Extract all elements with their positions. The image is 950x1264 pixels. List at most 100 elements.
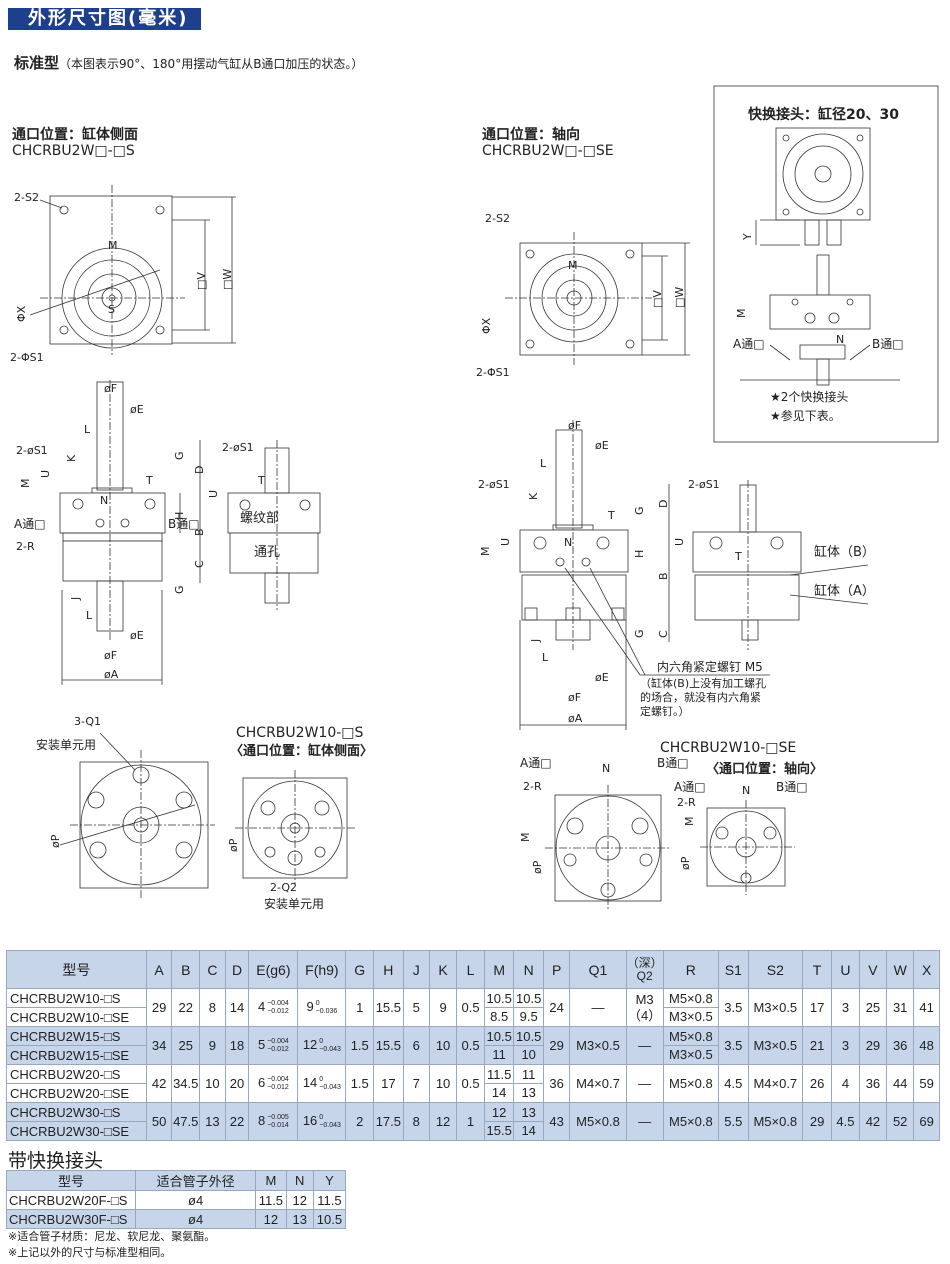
cell-l: 0.5 xyxy=(456,1064,485,1103)
dim-label: □V xyxy=(651,290,664,308)
cell-w: 36 xyxy=(886,1026,915,1065)
dim-label: L xyxy=(542,651,549,664)
cell-e: 8−0.005−0.014 xyxy=(248,1102,299,1141)
tol-lower: −0.012 xyxy=(267,1045,289,1053)
cell-p: 24 xyxy=(542,988,571,1027)
column-header: （深）Q2 xyxy=(625,950,664,989)
cell-u: 3 xyxy=(831,1026,860,1065)
tol-upper: −0.005 xyxy=(267,1113,289,1121)
set-screw-note: （缸体(B)上没有加工螺孔 xyxy=(640,677,767,690)
cell-u: 3 xyxy=(831,988,860,1027)
dim-label: øF xyxy=(104,382,118,395)
dim-label: 2-S2 xyxy=(485,212,510,225)
dim-label: øE xyxy=(595,439,609,452)
cell-value: M3 xyxy=(635,991,654,1007)
tolerance: 0−0.043 xyxy=(319,1076,341,1092)
cell-q2: — xyxy=(625,1026,664,1065)
tol-base: 14 xyxy=(302,1075,318,1091)
bottom-view-side-port xyxy=(59,732,355,900)
cell-j: 8 xyxy=(402,1102,430,1141)
dim-label: K xyxy=(65,454,78,462)
tolerance: −0.005−0.014 xyxy=(267,1114,289,1130)
model-cell: CHCRBU2W20-□SE xyxy=(6,1083,147,1103)
cell-d: 18 xyxy=(224,1026,250,1065)
model-cell: CHCRBU2W20F-□S xyxy=(5,1190,137,1210)
cell: 10.5 xyxy=(312,1209,347,1229)
column-header: K xyxy=(428,950,458,989)
technical-drawing xyxy=(29,85,939,910)
column-header: U xyxy=(831,950,860,989)
type-label: 标准型 xyxy=(14,54,60,72)
cell-value: 10.5 xyxy=(516,1029,542,1044)
column-header: R xyxy=(662,950,720,989)
cell-value: 13 xyxy=(514,1083,543,1101)
tol-lower: −0.043 xyxy=(319,1045,341,1053)
dim-label: L xyxy=(86,609,93,622)
dim-label: øA xyxy=(104,668,119,681)
column-header: M xyxy=(255,1170,287,1191)
quick-note: ★2个快换接头 xyxy=(770,390,849,404)
dim-label: C xyxy=(193,560,206,568)
cell-c: 9 xyxy=(199,1026,226,1065)
cell-r: M5×0.8 xyxy=(662,1064,720,1103)
column-header: V xyxy=(858,950,888,989)
cell-b: 22 xyxy=(171,988,201,1027)
cell-k: 10 xyxy=(428,1064,458,1103)
tol-base: 16 xyxy=(302,1113,318,1129)
dim-label: B xyxy=(193,528,206,536)
column-header: E(g6) xyxy=(248,950,299,989)
column-header: L xyxy=(456,950,485,989)
section-title: 外形尺寸图(毫米) xyxy=(8,8,201,30)
cell-e: 4−0.004−0.012 xyxy=(248,988,299,1027)
column-header: W xyxy=(886,950,915,989)
tol-upper: 0 xyxy=(319,1113,324,1121)
dim-label: K xyxy=(527,492,540,500)
view-model-side-port: CHCRBU2W□-□S xyxy=(12,143,135,159)
quick-table-title: 带快换接头 xyxy=(8,1150,104,1172)
column-header: Y xyxy=(312,1170,347,1191)
cell-s1: 3.5 xyxy=(718,1026,749,1065)
dim-label: D xyxy=(193,465,206,474)
dim-label: U xyxy=(673,537,686,546)
cell-w: 44 xyxy=(886,1064,915,1103)
view-title: 〈通口位置：缸体侧面〉 xyxy=(230,744,374,759)
dim-label: 2-øS1 xyxy=(478,478,510,491)
dim-label: øE xyxy=(130,403,144,416)
dim-label: 2-Q2 xyxy=(270,881,298,894)
cell-a: 50 xyxy=(145,1102,173,1141)
cell: ø4 xyxy=(135,1209,257,1229)
dim-label: G xyxy=(173,451,186,460)
model-cell: CHCRBU2W10-□S xyxy=(6,988,147,1008)
thread-label: 螺纹部 xyxy=(240,511,280,526)
column-header: A xyxy=(145,950,173,989)
cell-b: 34.5 xyxy=(171,1064,201,1103)
tol-lower: −0.043 xyxy=(319,1083,341,1091)
cell-k: 10 xyxy=(428,1026,458,1065)
dim-label: H xyxy=(633,549,646,558)
cell-b: 25 xyxy=(171,1026,201,1065)
dim-label: U xyxy=(499,537,512,546)
dim-label: 2-R xyxy=(16,540,35,553)
cell-q1: — xyxy=(569,988,627,1027)
port-b-label: B通□ xyxy=(657,756,689,770)
dim-label: øP xyxy=(531,860,544,874)
tolerance: 0−0.043 xyxy=(319,1038,341,1054)
cell-l: 0.5 xyxy=(456,1026,485,1065)
cell-q2: M3（4） xyxy=(625,988,664,1027)
cell-b: 47.5 xyxy=(171,1102,201,1141)
dim-label: U xyxy=(39,469,52,478)
cell-q1: M3×0.5 xyxy=(569,1026,627,1065)
cell-t: 21 xyxy=(802,1026,833,1065)
dim-label: 2-øS1 xyxy=(222,441,254,454)
